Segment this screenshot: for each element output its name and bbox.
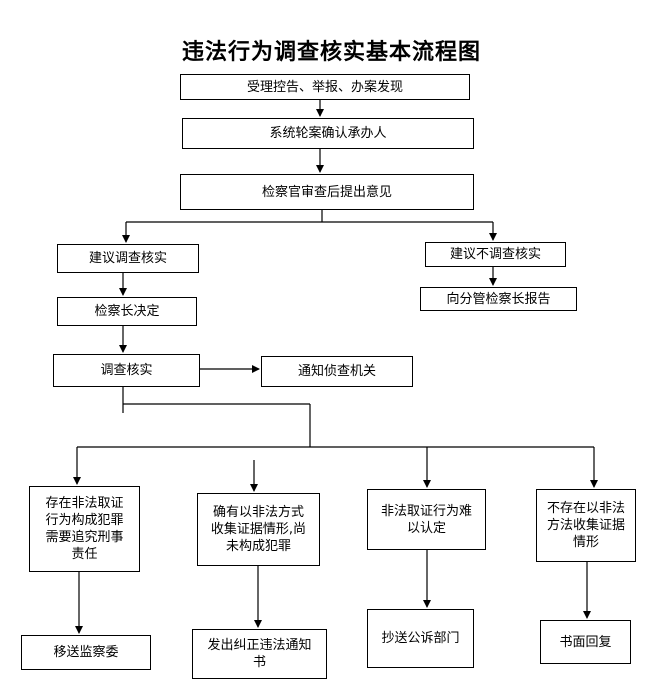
node-receive: 受理控告、举报、办案发现	[180, 74, 470, 100]
node-transfer-supervision: 移送监察委	[21, 635, 151, 670]
node-investigate: 调查核实	[53, 354, 200, 387]
node-report-chief: 向分管检察长报告	[420, 287, 577, 311]
node-review: 检察官审查后提出意见	[180, 174, 474, 210]
node-written-reply: 书面回复	[540, 620, 631, 664]
node-case-illegal: 确有以非法方式 收集证据情形,尚 未构成犯罪	[197, 493, 320, 566]
node-case-none: 不存在以非法 方法收集证据 情形	[536, 489, 636, 562]
node-case-crime: 存在非法取证 行为构成犯罪 需要追究刑事 责任	[29, 486, 140, 572]
diagram-title: 违法行为调查核实基本流程图	[181, 39, 481, 65]
node-suggest-investigate: 建议调查核实	[57, 244, 199, 273]
node-suggest-not-investigate: 建议不调查核实	[425, 242, 566, 267]
node-case-hard: 非法取证行为难 以认定	[367, 489, 486, 550]
node-chief-decide: 检察长决定	[57, 297, 197, 326]
node-notify-police: 通知侦查机关	[261, 356, 413, 387]
node-issue-correction: 发出纠正违法通知 书	[192, 629, 327, 679]
node-copy-prosecution: 抄送公诉部门	[367, 609, 474, 668]
node-assign: 系统轮案确认承办人	[182, 118, 474, 149]
